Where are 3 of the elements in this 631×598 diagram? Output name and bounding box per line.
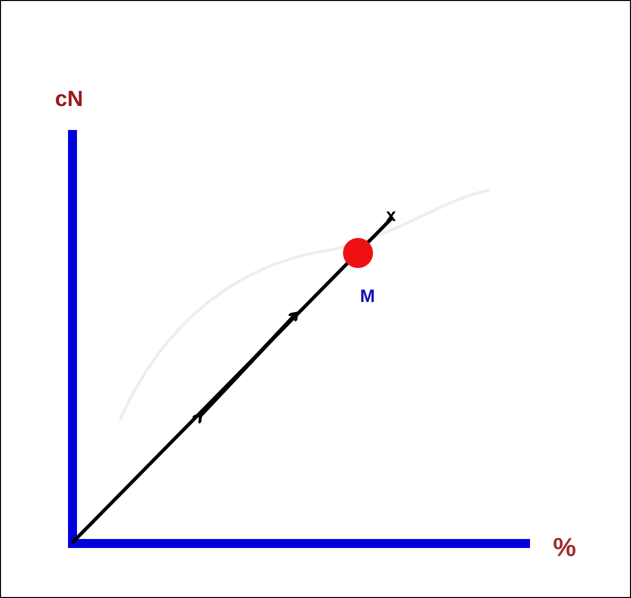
axis-label: cN xyxy=(55,88,84,110)
point-label: M xyxy=(360,287,375,305)
axis-label: % xyxy=(553,534,576,560)
